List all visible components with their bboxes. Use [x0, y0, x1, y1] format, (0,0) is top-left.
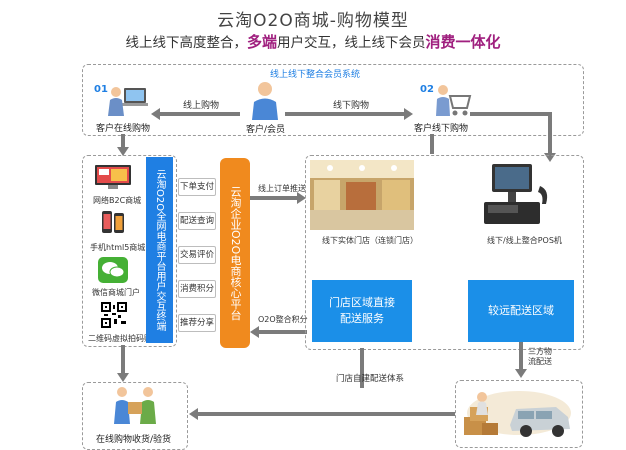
delivery-vehicle-region [455, 380, 583, 448]
third-party-arrowhead [515, 369, 527, 378]
o2o-points-line [259, 330, 307, 334]
offline-buy-label: 线下购物 [333, 101, 370, 111]
receive-label: 在线购物收货/验货 [96, 435, 172, 445]
pos-link-vertical [548, 112, 552, 154]
store-delivery-box: 门店区域直接配送服务 [312, 280, 412, 342]
self-delivery-label: 门店自建配送体系 [336, 374, 405, 384]
online-shopping-icon [104, 82, 150, 118]
tag-trade-review: 交易评价 [178, 246, 216, 264]
pos-link-horizontal [470, 112, 552, 116]
subtitle-part-1: 线上线下高度整合， [125, 35, 247, 51]
offline-buy-arrowhead [404, 108, 413, 120]
b2c-mall-label: 网络B2C商城 [93, 196, 142, 205]
order-push-label: 线上订单推送 [258, 184, 306, 193]
delivery-vehicle-image [460, 383, 578, 443]
b2c-mall-icon [93, 163, 133, 191]
wechat-mall-label: 微信商城门户 [92, 288, 140, 297]
user-terminal-bar: 云淘O2O全网电商平台用户交互终端 [146, 157, 173, 343]
delivery-return-arrowhead [189, 408, 198, 420]
subtitle-highlight-2: 消费一体化 [425, 33, 501, 51]
mobile-html5-icon [100, 209, 126, 237]
user-terminal-region [82, 155, 177, 347]
diagram-subtitle: 线上线下高度整合，多端用户交互，线上线下会员消费一体化 [0, 31, 626, 52]
member-icon [250, 80, 280, 120]
remote-delivery-box: 较远配送区域 [468, 280, 574, 342]
online-customer-label: 客户在线购物 [96, 124, 151, 134]
offline-customer-number: 02 [420, 84, 434, 95]
receive-goods-icon [108, 384, 162, 424]
order-push-arrowhead [297, 192, 306, 204]
left-bottom-link [121, 345, 125, 375]
self-delivery-vertical [360, 348, 364, 388]
delivery-return-line [198, 412, 455, 416]
third-party-line [519, 342, 523, 370]
pos-machine-icon [478, 164, 554, 228]
online-buy-label: 线上购物 [183, 101, 220, 111]
offline-buy-line [285, 112, 405, 116]
o2o-points-arrowhead [250, 326, 259, 338]
store-photo-image [310, 160, 414, 230]
qr-code-icon [101, 302, 127, 328]
online-buy-line [160, 112, 240, 116]
o2o-points-label: O2O整合积分 [258, 315, 308, 324]
wechat-icon [98, 257, 128, 283]
online-down-arrowhead [117, 147, 129, 156]
member-system-region [82, 64, 584, 136]
pos-link-arrowhead [544, 153, 556, 162]
pos-caption: 线下/线上整合POS机 [487, 236, 562, 245]
diagram-title: 云淘O2O商城-购物模型 [217, 11, 409, 31]
tag-points: 消费积分 [178, 280, 216, 298]
offline-shopping-icon [432, 82, 472, 118]
mobile-html5-label: 手机html5商城门户 [90, 243, 162, 252]
member-system-label: 线上线下整合会员系统 [270, 70, 361, 80]
tag-share: 推荐分享 [178, 314, 216, 332]
third-party-label: 三方物流配送 [528, 347, 552, 366]
tag-order-pay: 下单支付 [178, 178, 216, 196]
core-platform-bar: 云淘企业O2O电商核心平台 [220, 158, 250, 348]
online-down-line [121, 134, 125, 148]
store-link-line [430, 134, 434, 154]
online-buy-arrowhead [151, 108, 160, 120]
left-bottom-arrowhead [117, 373, 129, 382]
tag-delivery-query: 配送查询 [178, 212, 216, 230]
order-push-line [250, 196, 298, 200]
store-caption: 线下实体门店（连锁门店） [322, 236, 418, 245]
online-customer-number: 01 [94, 84, 108, 95]
qr-code-label: 二维码虚拟拍码购 [88, 334, 152, 343]
store-delivery-text: 门店区域直接配送服务 [329, 296, 395, 325]
member-label: 客户/会员 [246, 125, 286, 135]
subtitle-part-2: 用户交互，线上线下会员 [277, 35, 426, 51]
offline-customer-label: 客户线下购物 [414, 124, 469, 134]
subtitle-highlight-1: 多端 [246, 33, 277, 51]
offline-region [305, 155, 584, 350]
